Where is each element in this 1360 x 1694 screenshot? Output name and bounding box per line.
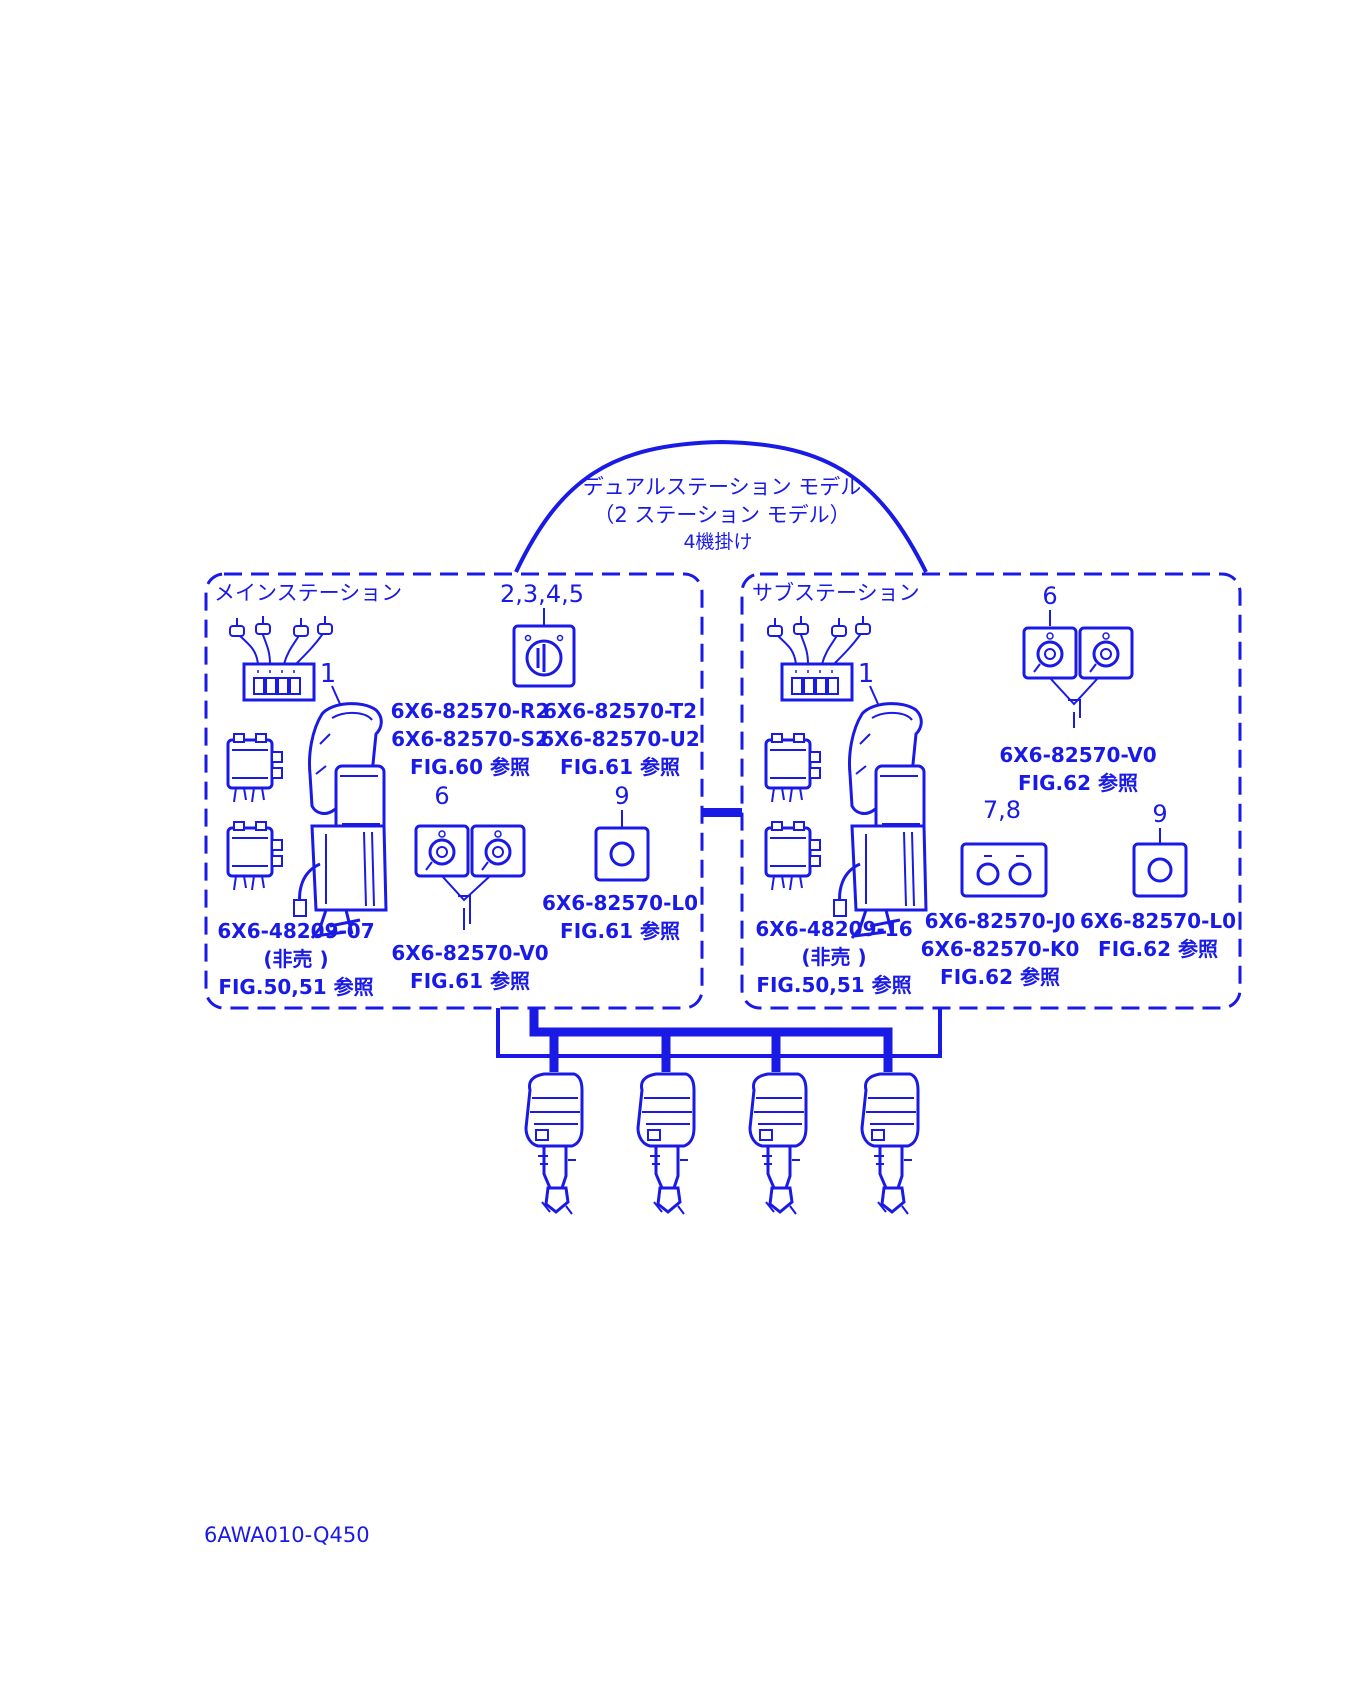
main-button-panel-icon [594,826,650,882]
main-key-part: 6X6-82570-V0 [391,941,548,965]
sub-key-part: 6X6-82570-V0 [999,743,1156,767]
figure-code: 6AWA010-Q450 [204,1523,370,1547]
sub-button-part: 6X6-82570-L0 [1080,909,1236,933]
main-button-part: 6X6-82570-L0 [542,891,698,915]
main-switch-part-3: 6X6-82570-T2 [543,699,697,723]
header-line1: デュアルステーション モデル [583,475,862,499]
main-button-ref: FIG.61 参照 [560,919,680,943]
sub-dual-ref: FIG.62 参照 [940,965,1060,989]
sub-relay-icon-bottom [764,820,822,892]
sub-key-ref: FIG.62 参照 [1018,771,1138,795]
sub-dual-callout: 7,8 [983,796,1021,824]
main-relay-icon-top [226,732,284,804]
main-lever-note: (非売 ) [263,947,328,971]
sub-lever-part: 6X6-48209-16 [755,917,912,941]
sub-relay-icon-top [764,732,822,804]
main-switch-ref: FIG.60 参照 [410,755,530,779]
main-key-harness [441,875,491,930]
main-remote-lever-icon [292,702,388,940]
main-key-ref: FIG.61 参照 [410,969,530,993]
main-switch-callout: 2,3,4,5 [500,580,584,608]
sub-lever-callout: 1 [858,659,875,689]
station-link-bar [702,808,742,817]
outboard-engine-2 [636,1072,696,1216]
main-switch-ref-b: FIG.61 参照 [560,755,680,779]
sub-key-switch-right-icon [1078,626,1134,680]
sub-button-callout: 9 [1152,800,1167,828]
main-key-switch-left-icon [414,824,470,878]
outboard-engine-3 [748,1072,808,1216]
sub-station-box [740,572,1242,1010]
main-hub-icon [228,614,334,702]
main-key-callout: 6 [434,782,449,810]
main-lever-part: 6X6-48209-07 [217,919,374,943]
sub-station-title: サブステーション [752,581,920,605]
outboard-engine-1 [524,1072,584,1216]
outboard-engine-4 [860,1072,920,1216]
sub-key-harness [1049,677,1099,728]
sub-dual-part-1: 6X6-82570-J0 [925,909,1076,933]
main-switch-panel-icon [512,624,576,688]
main-lever-ref: FIG.50,51 参照 [218,975,373,999]
sub-dual-part-2: 6X6-82570-K0 [921,937,1080,961]
sub-hub-icon [766,614,872,702]
sub-lever-ref: FIG.50,51 参照 [756,973,911,997]
header-line3: 4機掛け [683,531,752,553]
main-key-switch-right-icon [470,824,526,878]
main-switch-part-4: 6X6-82570-U2 [540,727,700,751]
sub-lever-note: (非売 ) [801,945,866,969]
main-bus-line [529,1008,893,1072]
header-line2: （2 ステーション モデル） [593,503,850,527]
sub-dual-button-panel-icon [960,842,1048,898]
main-button-callout: 9 [614,782,629,810]
sub-remote-lever-icon [832,702,928,940]
main-lever-callout: 1 [320,659,337,689]
sub-button-ref: FIG.62 参照 [1098,937,1218,961]
sub-key-switch-left-icon [1022,626,1078,680]
main-switch-part-1: 6X6-82570-R2 [391,699,550,723]
main-station-title: メインステーション [214,581,402,605]
dual-station-arc [514,439,928,573]
sub-key-callout: 6 [1042,582,1057,610]
outer-harness-line [496,1008,942,1058]
main-station-box [204,572,704,1010]
main-switch-part-2: 6X6-82570-S2 [391,727,549,751]
main-relay-icon-bottom [226,820,284,892]
sub-button-panel-icon [1132,842,1188,898]
